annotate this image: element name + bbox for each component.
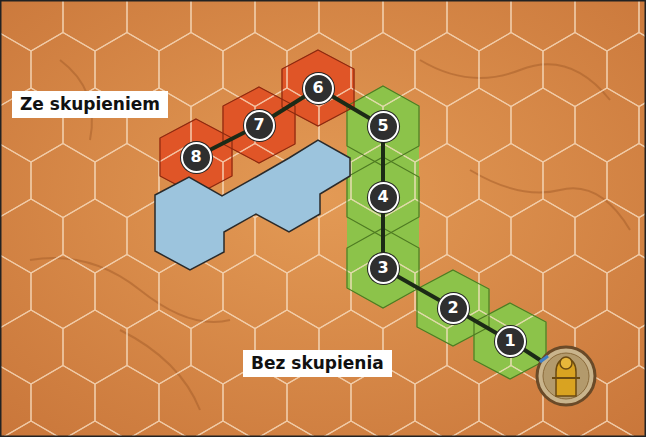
grid-hex xyxy=(575,88,639,162)
grid-hex xyxy=(447,88,511,162)
grid-hex xyxy=(383,421,447,437)
grid-hex xyxy=(31,255,95,329)
grid-hex xyxy=(511,0,575,51)
grid-hex xyxy=(191,421,255,437)
grid-hex xyxy=(607,255,646,329)
grid-hex xyxy=(63,0,127,51)
green-band xyxy=(347,126,419,268)
step-number: 5 xyxy=(377,118,388,134)
grid-hex xyxy=(95,255,159,329)
path-segment xyxy=(381,213,385,253)
grid-hex xyxy=(0,255,31,329)
step-number: 7 xyxy=(253,117,264,133)
grid-hex xyxy=(223,33,287,107)
grid-hex xyxy=(0,421,63,437)
green-hex xyxy=(417,270,489,346)
step-number: 3 xyxy=(377,260,388,276)
step-marker: 6 xyxy=(303,73,334,104)
grid-hex xyxy=(127,0,191,51)
grid-hex xyxy=(607,144,646,218)
grid-hex xyxy=(511,199,575,273)
hex-outline xyxy=(282,50,354,126)
grid-hex xyxy=(543,33,607,107)
step-marker: 1 xyxy=(495,326,526,357)
path-segment xyxy=(397,276,440,301)
grid-hex xyxy=(351,255,415,329)
grid-hex xyxy=(0,144,31,218)
step-number: 8 xyxy=(190,149,201,165)
step-marker: 5 xyxy=(368,111,399,142)
grid-hex xyxy=(287,255,351,329)
step-marker: 4 xyxy=(368,182,399,213)
step-number: 2 xyxy=(447,300,458,316)
grid-hex xyxy=(223,255,287,329)
grid-hex xyxy=(511,88,575,162)
step-marker: 7 xyxy=(244,110,275,141)
grid-hex xyxy=(159,33,223,107)
grid-hex xyxy=(0,310,63,384)
grid-hex xyxy=(0,0,63,51)
grid-hex xyxy=(127,421,191,437)
grid-hex xyxy=(543,255,607,329)
path-segment xyxy=(272,96,305,117)
grid-hex xyxy=(319,0,383,51)
hero-token xyxy=(537,347,595,405)
grid-hex xyxy=(191,0,255,51)
grid-hex xyxy=(0,366,31,437)
path-label: Ze skupieniem xyxy=(12,91,168,118)
path-segment xyxy=(381,142,385,182)
step-number: 6 xyxy=(312,80,323,96)
step-marker: 3 xyxy=(368,253,399,284)
grid-hex xyxy=(95,144,159,218)
grid-hex xyxy=(255,421,319,437)
grid-hex xyxy=(447,199,511,273)
hex-outline xyxy=(223,87,295,163)
grid-hex xyxy=(63,421,127,437)
step-marker: 2 xyxy=(438,293,469,324)
grid-hex xyxy=(383,0,447,51)
path-segment xyxy=(466,316,496,333)
step-number: 1 xyxy=(504,333,515,349)
grid-hex xyxy=(575,0,639,51)
path-label: Bez skupienia xyxy=(243,350,392,377)
grid-hex xyxy=(575,421,639,437)
grid-hex xyxy=(575,199,639,273)
grid-hex xyxy=(447,0,511,51)
grid-hex xyxy=(479,33,543,107)
grid-hex xyxy=(287,33,351,107)
red-hex xyxy=(223,87,295,163)
grid-hex xyxy=(479,144,543,218)
lake xyxy=(155,140,350,270)
grid-hex xyxy=(351,33,415,107)
grid-hex xyxy=(415,144,479,218)
hex-outline xyxy=(417,270,489,346)
grid-hex xyxy=(31,144,95,218)
step-marker: 8 xyxy=(181,142,212,173)
path-segment xyxy=(331,96,369,118)
grid-hex xyxy=(319,421,383,437)
grid-hex xyxy=(0,199,63,273)
grid-hex xyxy=(543,144,607,218)
grid-hex xyxy=(127,310,191,384)
step-number: 4 xyxy=(377,189,388,205)
grid-hex xyxy=(255,0,319,51)
grid-hex xyxy=(415,33,479,107)
grid-hex xyxy=(607,366,646,437)
grid-hex xyxy=(511,421,575,437)
grid-hex xyxy=(63,199,127,273)
grid-hex xyxy=(63,310,127,384)
grid-hex xyxy=(447,421,511,437)
grid-hex xyxy=(383,310,447,384)
grid-hex xyxy=(607,33,646,107)
hex-outline xyxy=(474,303,546,379)
path-segment xyxy=(210,132,245,150)
